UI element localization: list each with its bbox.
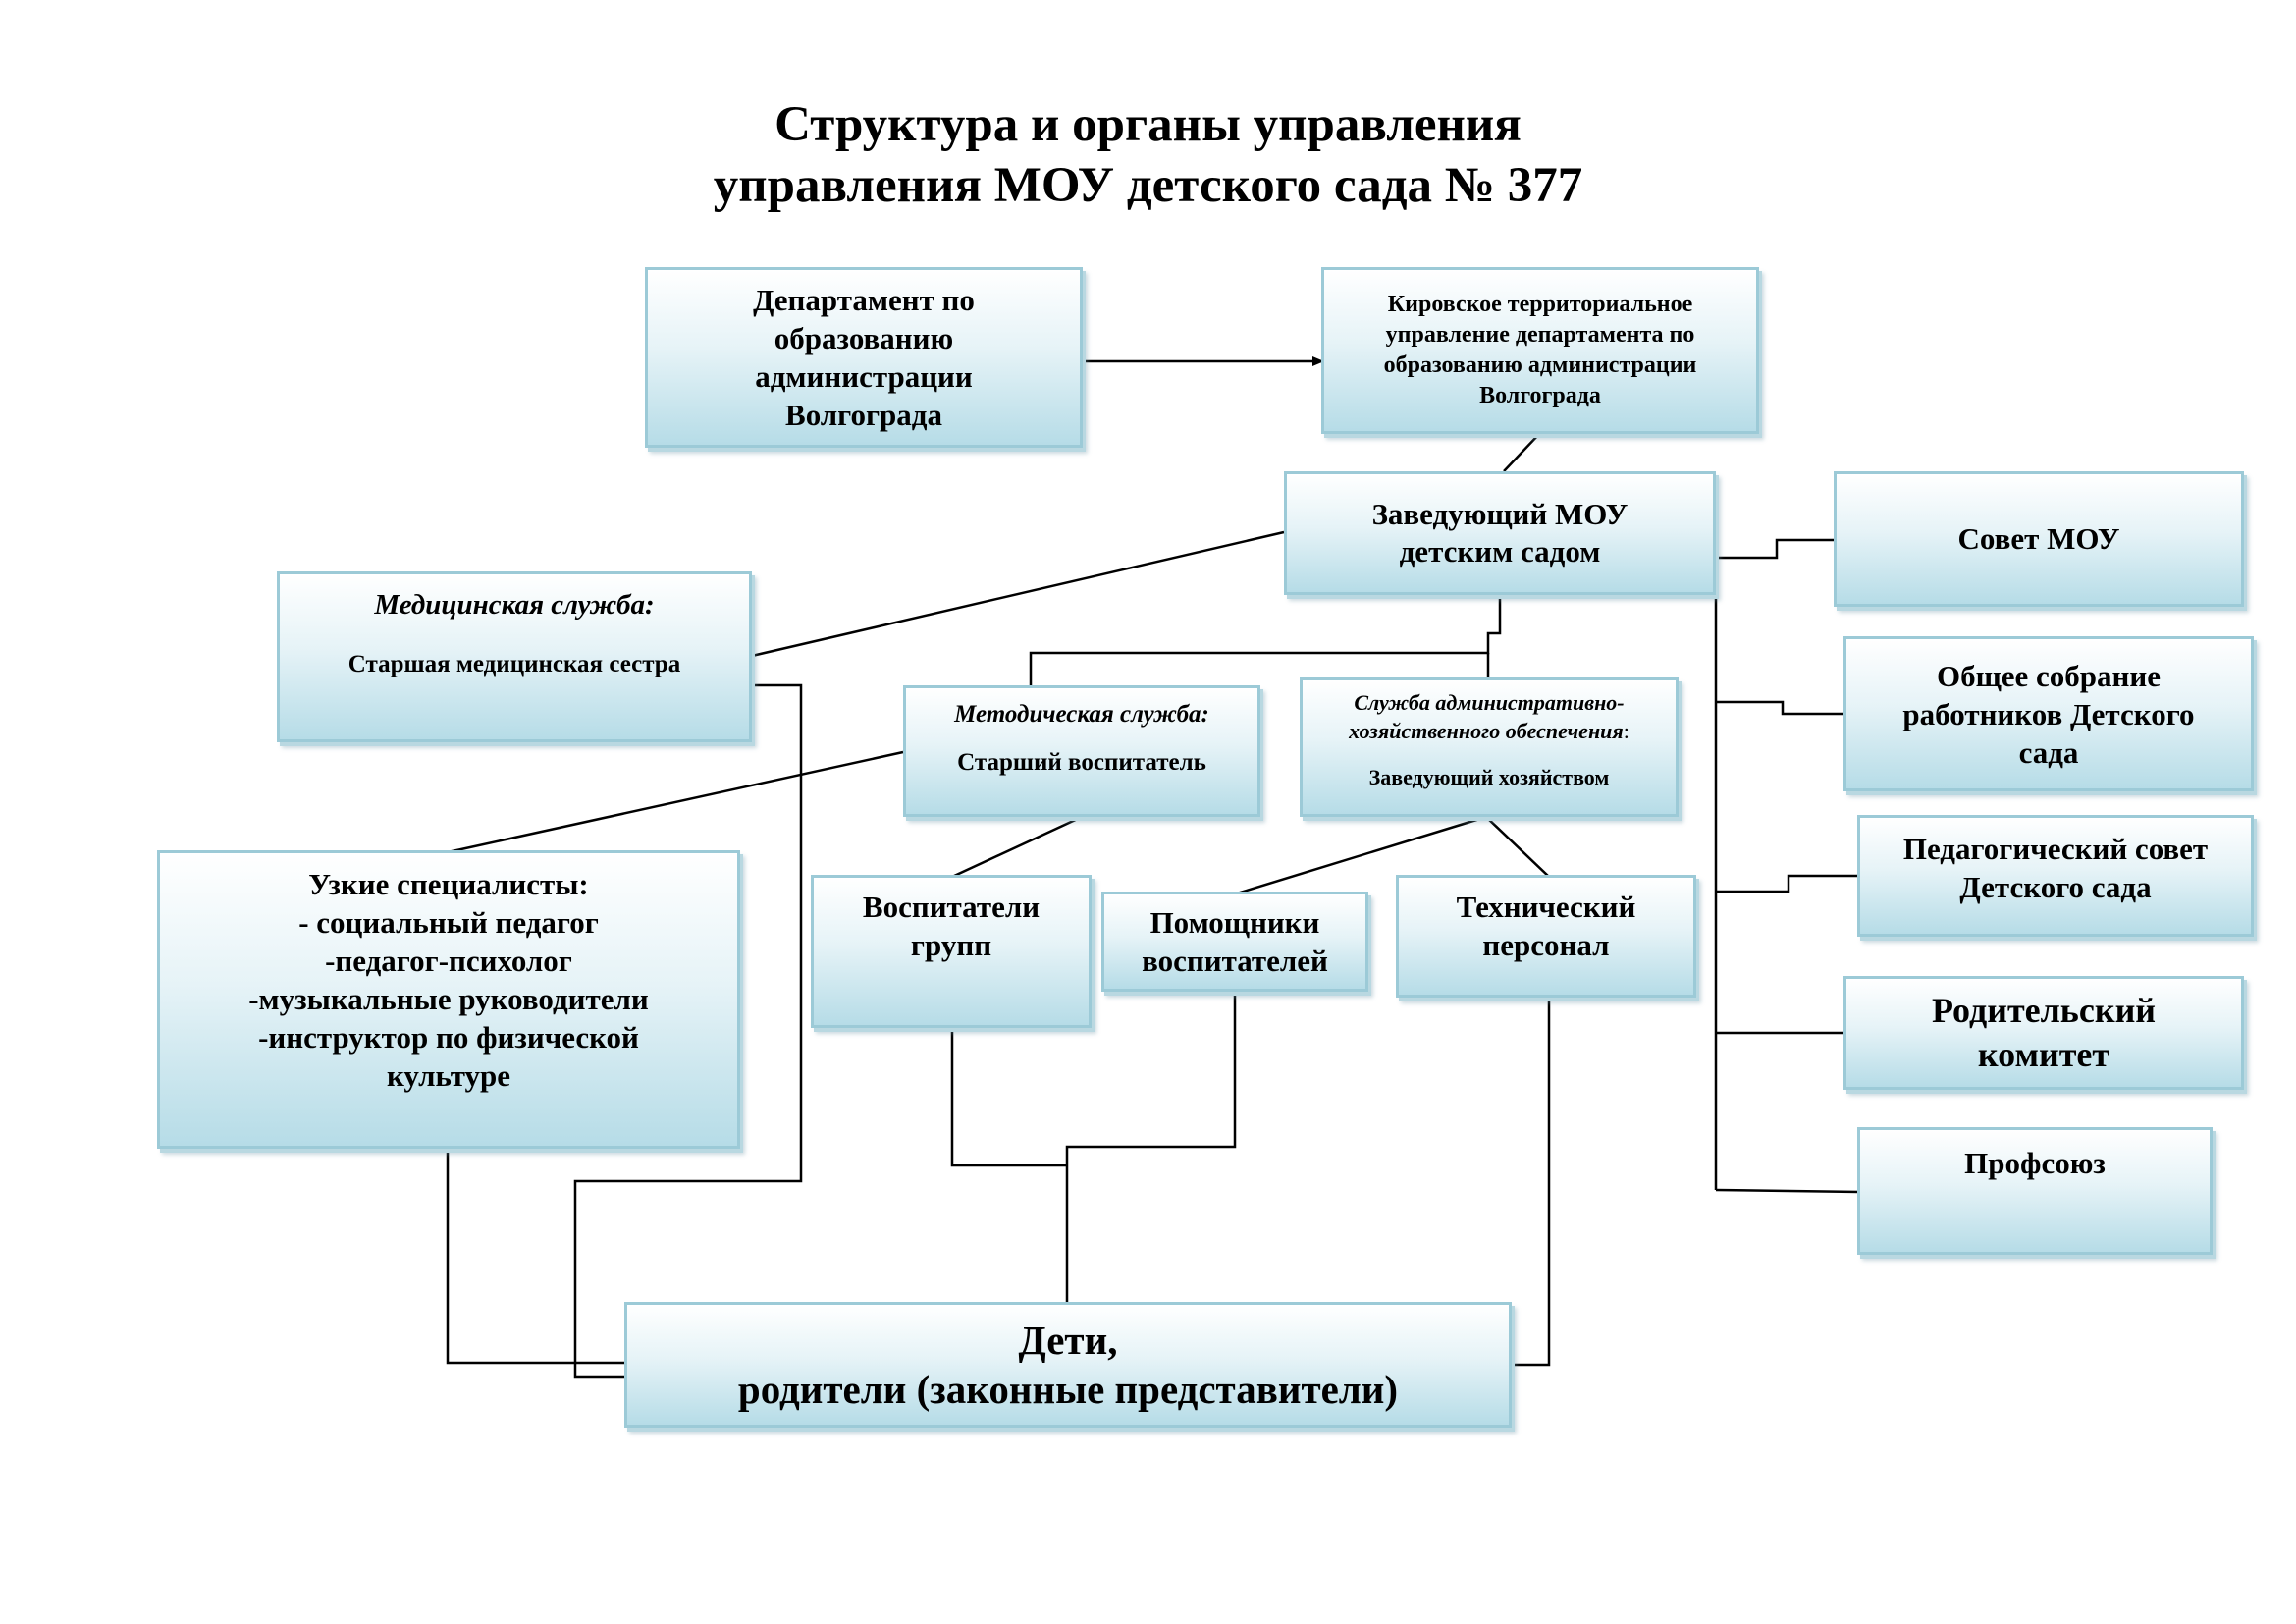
kirov-line-4: Волгограда [1479, 383, 1601, 408]
kirov-line-2: управление департамента по [1385, 322, 1695, 348]
kirov-administration-box: Кировское территориальное управление деп… [1321, 267, 1759, 434]
specialists-line-1: Узкие специалисты: [308, 867, 589, 901]
diagram-title-line-2: управления МОУ детского сада № 377 [713, 158, 1583, 213]
union-label: Профсоюз [1964, 1146, 2106, 1180]
department-line-1: Департамент по [753, 283, 975, 317]
line-medical-to-children [573, 683, 803, 1379]
ped-council-line-2: Детского сада [1959, 870, 2152, 904]
general-meeting-line-1: Общее собрание [1936, 658, 2162, 693]
educators-box: Воспитатели групп [811, 875, 1092, 1028]
diagram-title-line-1: Структура и органы управления [774, 97, 1522, 152]
department-box: Департамент по образованию администрации… [645, 267, 1083, 448]
medical-service-role: Старшая медицинская сестра [347, 651, 681, 677]
line-assistants-to-junction [1065, 992, 1237, 1304]
assistants-box: Помощники воспитателей [1101, 892, 1368, 992]
general-meeting-box: Общее собрание работников Детского сада [1843, 636, 2254, 791]
methodical-service-label: Методическая служба: [954, 701, 1209, 728]
methodical-service-role: Старший воспитатель [957, 749, 1206, 776]
general-meeting-line-2: работников Детского [1902, 696, 2195, 731]
assistants-line-1: Помощники [1149, 905, 1320, 940]
specialists-line-6: культуре [386, 1058, 511, 1093]
children-line-2: родители (законные представители) [737, 1367, 1399, 1412]
line-head-to-services [1029, 594, 1502, 687]
line-educators-to-junction [950, 1027, 1067, 1167]
head-line-2: детским садом [1399, 534, 1601, 568]
line-methodical-to-specialists [447, 750, 904, 854]
line-to-general-meeting [1716, 700, 1845, 716]
line-admin-to-technical [1485, 816, 1550, 878]
kirov-line-1: Кировское территориальное [1387, 292, 1693, 317]
technical-line-1: Технический [1456, 890, 1636, 924]
union-box: Профсоюз [1857, 1127, 2213, 1255]
admin-service-role: Заведующий хозяйством [1368, 765, 1610, 789]
specialists-line-3: -педагог-психолог [325, 944, 572, 978]
specialists-line-2: - социальный педагог [298, 905, 599, 940]
line-head-to-medical [751, 530, 1285, 658]
specialists-line-4: -музыкальные руководители [248, 982, 649, 1016]
line-admin-to-assistants [1236, 815, 1487, 895]
admin-service-box: Служба административно- хозяйственного о… [1300, 677, 1679, 817]
medical-service-label: Медицинская служба: [374, 589, 655, 621]
line-to-union [1715, 1188, 1860, 1194]
technical-staff-box: Технический персонал [1396, 875, 1696, 998]
department-line-4: Волгограда [785, 398, 942, 432]
council-box: Совет МОУ [1834, 471, 2244, 607]
admin-service-label-2: хозяйственного обеспечения [1349, 719, 1624, 743]
general-meeting-line-3: сада [2018, 734, 2079, 770]
parent-committee-line-2: комитет [1977, 1035, 2110, 1074]
diagram-title: Структура и органы управления управления… [0, 94, 2296, 216]
educators-line-2: групп [910, 928, 992, 962]
admin-service-label-colon: : [1623, 719, 1629, 743]
admin-service-label-1: Служба административно- [1354, 690, 1625, 715]
educators-line-1: Воспитатели [862, 890, 1041, 924]
children-line-1: Дети, [1018, 1318, 1118, 1363]
line-kirov-to-head [1503, 433, 1540, 472]
department-line-3: администрации [755, 359, 973, 394]
assistants-line-2: воспитателей [1142, 944, 1328, 978]
head-box: Заведующий МОУ детским садом [1284, 471, 1716, 595]
specialists-box: Узкие специалисты: - социальный педагог … [157, 850, 740, 1149]
medical-service-box: Медицинская служба: Старшая медицинская … [277, 571, 752, 742]
technical-line-2: персонал [1482, 928, 1610, 962]
parent-committee-box: Родительский комитет [1843, 976, 2244, 1090]
methodical-service-box: Методическая служба: Старший воспитатель [903, 685, 1260, 817]
pedagogical-council-box: Педагогический совет Детского сада [1857, 815, 2254, 937]
line-specialists-to-children [446, 1149, 626, 1365]
line-methodical-to-educators [951, 815, 1083, 879]
children-parents-box: Дети, родители (законные представители) [624, 1302, 1512, 1428]
council-label: Совет МОУ [1957, 521, 2120, 556]
ped-council-line-1: Педагогический совет [1902, 832, 2209, 866]
department-line-2: образованию [774, 321, 954, 355]
line-technical-to-children [1512, 998, 1551, 1367]
kirov-line-3: образованию администрации [1383, 352, 1697, 378]
admin-service-label-row-2: хозяйственного обеспечения: [1349, 717, 1629, 745]
line-to-council [1716, 538, 1836, 560]
head-line-1: Заведующий МОУ [1371, 497, 1629, 531]
line-to-ped-council [1716, 874, 1859, 893]
specialists-line-5: -инструктор по физической [258, 1020, 639, 1055]
parent-committee-line-1: Родительский [1931, 991, 2157, 1030]
